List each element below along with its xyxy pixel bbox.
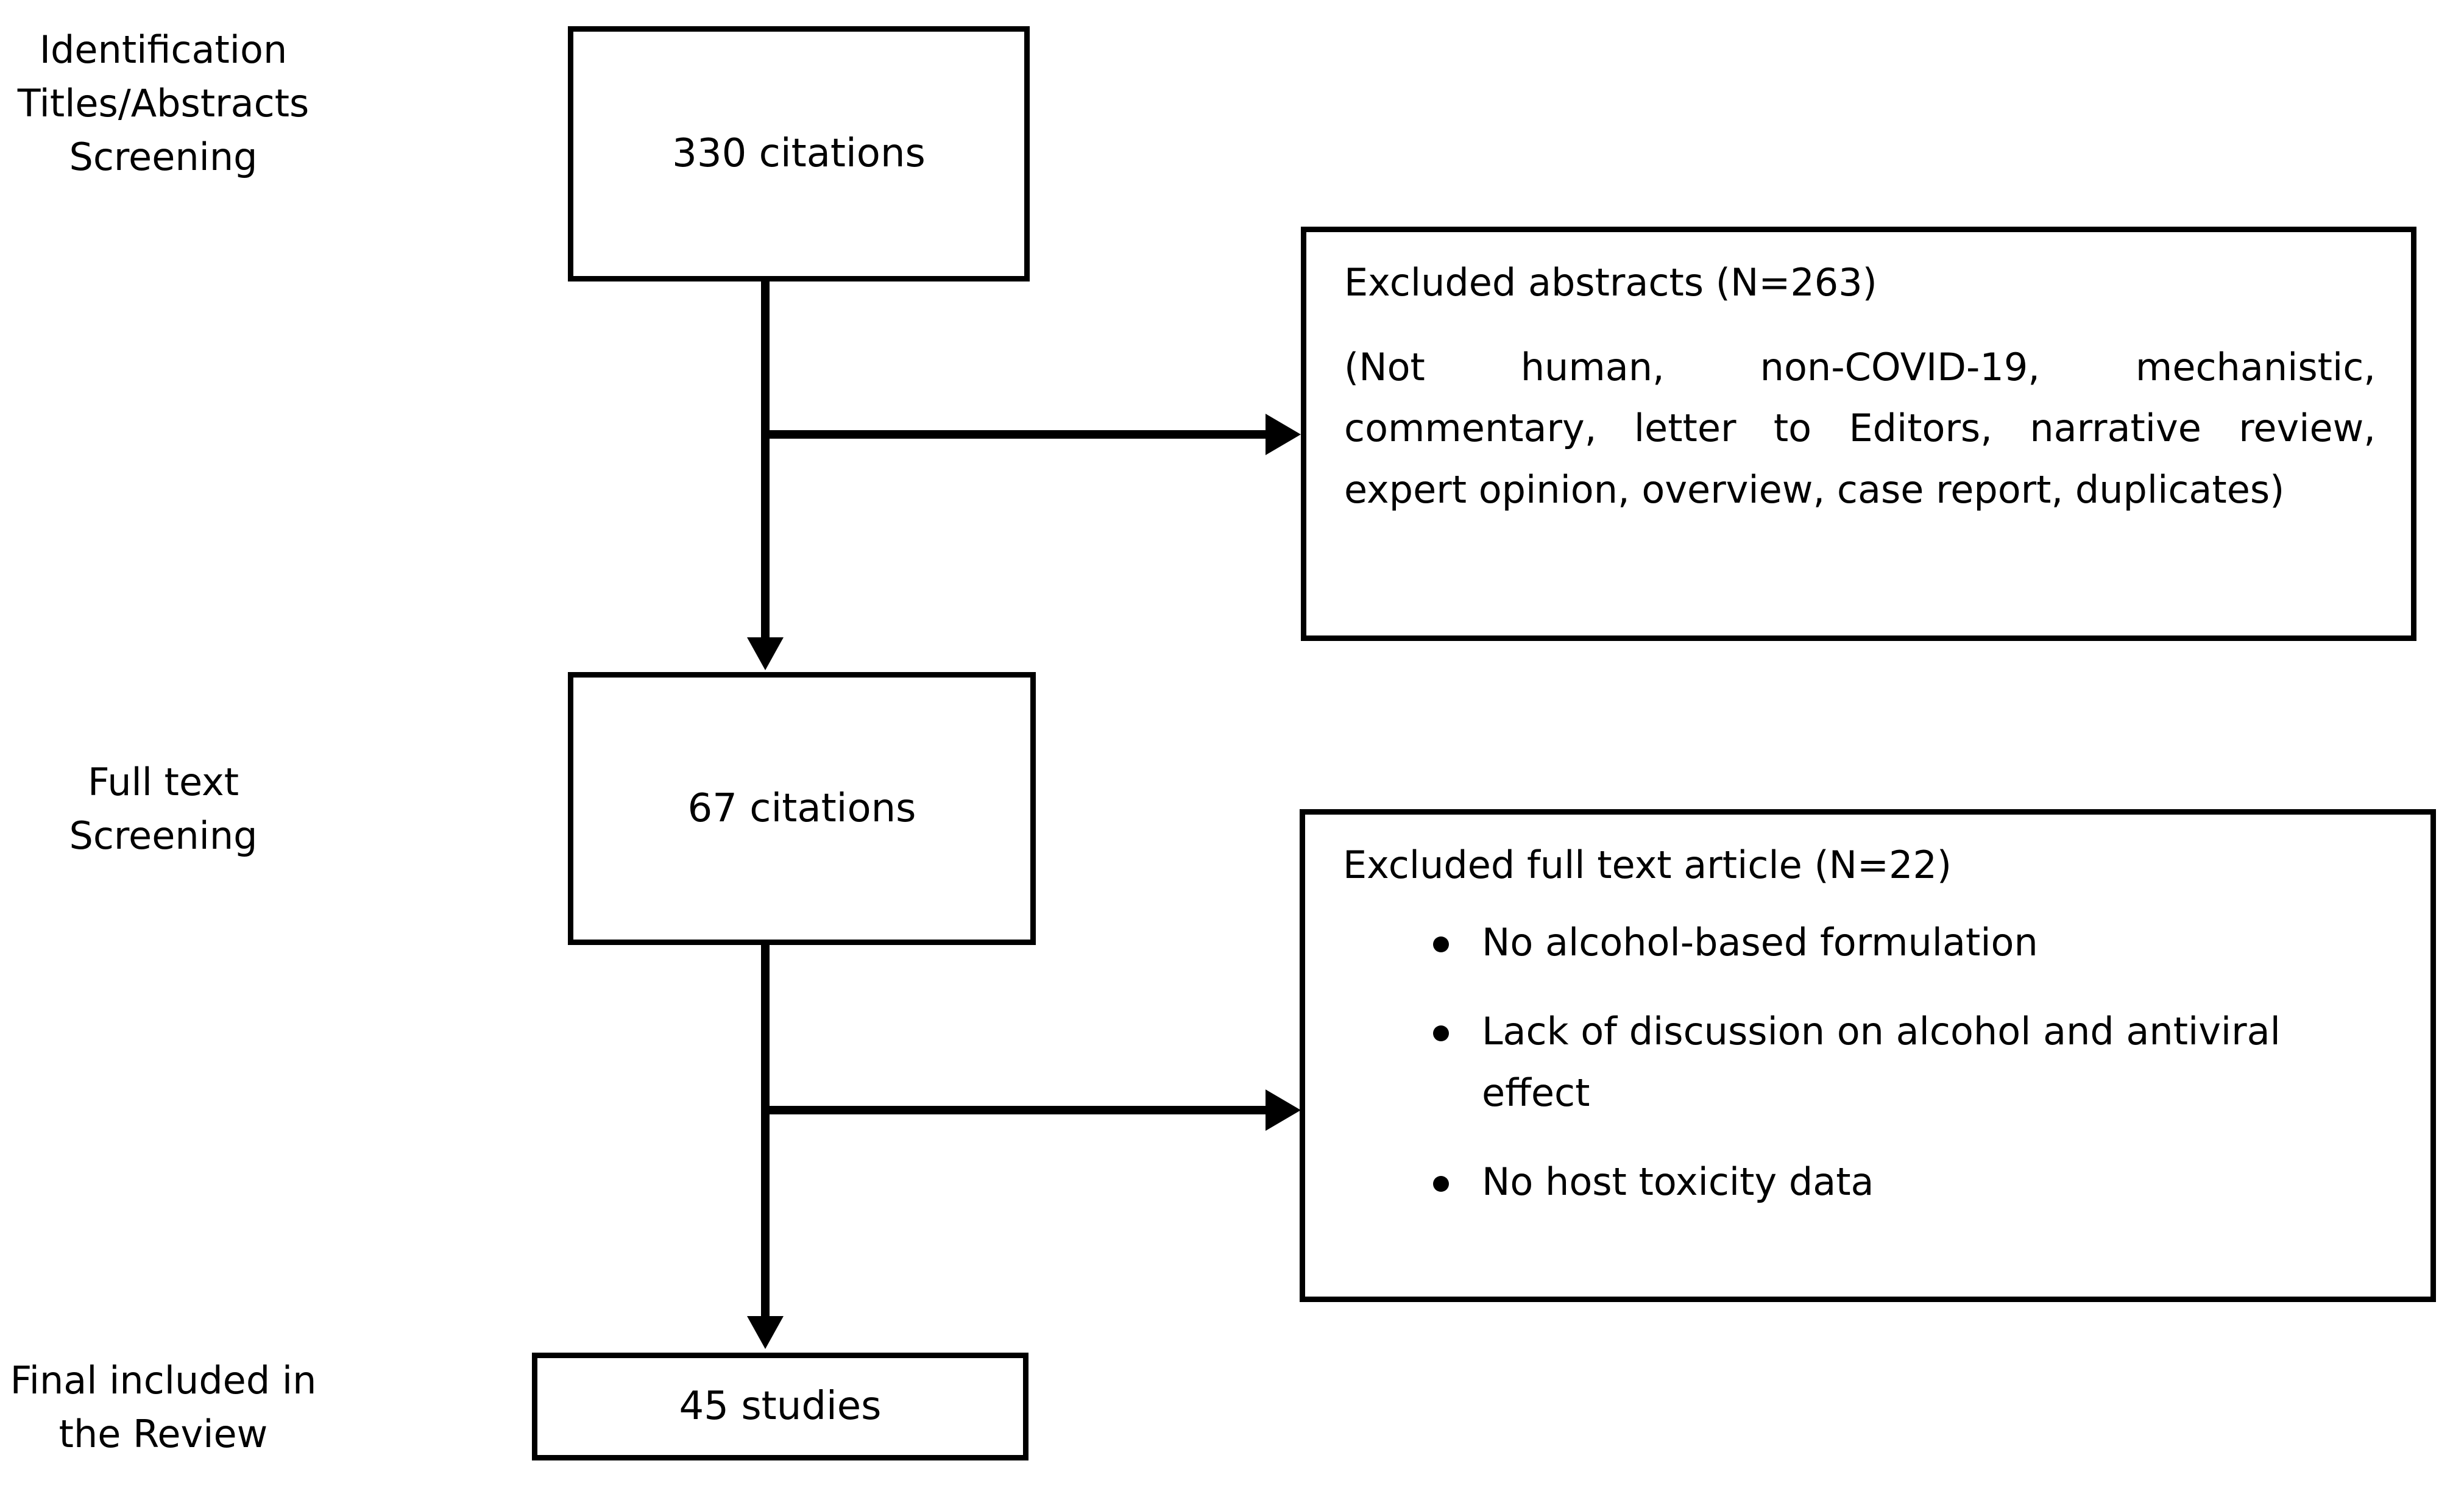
arrow-head-right-to-excluded-abstracts <box>1266 414 1301 455</box>
connector-horizontal-to-excluded-abstracts <box>761 430 1279 439</box>
flow-box-citations-full-text: 67 citations <box>568 672 1036 945</box>
stage-label-full-text: Full text Screening <box>69 760 258 858</box>
exclusion-reason-text: No host toxicity data <box>1482 1159 1874 1205</box>
exclusion-box-excluded-full-text: Excluded full text article (N=22) No alc… <box>1300 809 2436 1302</box>
exclusion-box-excluded-abstracts-content: Excluded abstracts (N=263) (Not human, n… <box>1306 232 2411 520</box>
bullet-dot-icon <box>1433 1025 1449 1042</box>
flow-box-citations-identified: 330 citations <box>568 26 1030 281</box>
exclusion-reason-item: No host toxicity data <box>1343 1152 2395 1212</box>
exclusion-box-excluded-full-text-content: Excluded full text article (N=22) No alc… <box>1305 815 2430 1213</box>
exclusion-reason-item: Lack of discussion on alcohol and antivi… <box>1343 1001 2395 1124</box>
connector-vertical-identification-to-fulltext <box>761 281 770 641</box>
arrow-head-down-to-fulltext-box <box>747 637 784 670</box>
exclusion-reason-text: Lack of discussion on alcohol and antivi… <box>1482 1009 2281 1115</box>
exclusion-box-excluded-full-text-title: Excluded full text article (N=22) <box>1343 843 1952 887</box>
exclusion-reason-text: No alcohol-based formulation <box>1482 920 2038 965</box>
exclusion-box-excluded-abstracts: Excluded abstracts (N=263) (Not human, n… <box>1301 227 2416 641</box>
exclusion-reason-item: No alcohol-based formulation <box>1343 912 2395 973</box>
arrow-head-down-to-included-box <box>747 1316 784 1349</box>
bullet-dot-icon <box>1433 1176 1449 1192</box>
flow-box-citations-full-text-label: 67 citations <box>687 785 916 831</box>
exclusion-box-excluded-abstracts-reasons: (Not human, non-COVID-19, mechanistic, c… <box>1344 345 2376 512</box>
exclusion-reason-list: No alcohol-based formulation Lack of dis… <box>1343 912 2395 1213</box>
arrow-head-right-to-excluded-fulltext <box>1266 1089 1301 1131</box>
connector-vertical-fulltext-to-included <box>761 945 770 1319</box>
flow-box-citations-identified-label: 330 citations <box>672 131 926 177</box>
stage-label-final-included: Final included in the Review <box>10 1358 317 1457</box>
flow-box-studies-included: 45 studies <box>532 1353 1028 1460</box>
exclusion-box-excluded-abstracts-title: Excluded abstracts (N=263) <box>1344 260 1877 305</box>
stage-label-identification: Identification Titles/Abstracts Screenin… <box>17 27 310 180</box>
bullet-dot-icon <box>1433 936 1449 952</box>
flow-box-studies-included-label: 45 studies <box>679 1384 882 1429</box>
connector-horizontal-to-excluded-fulltext <box>761 1106 1279 1114</box>
